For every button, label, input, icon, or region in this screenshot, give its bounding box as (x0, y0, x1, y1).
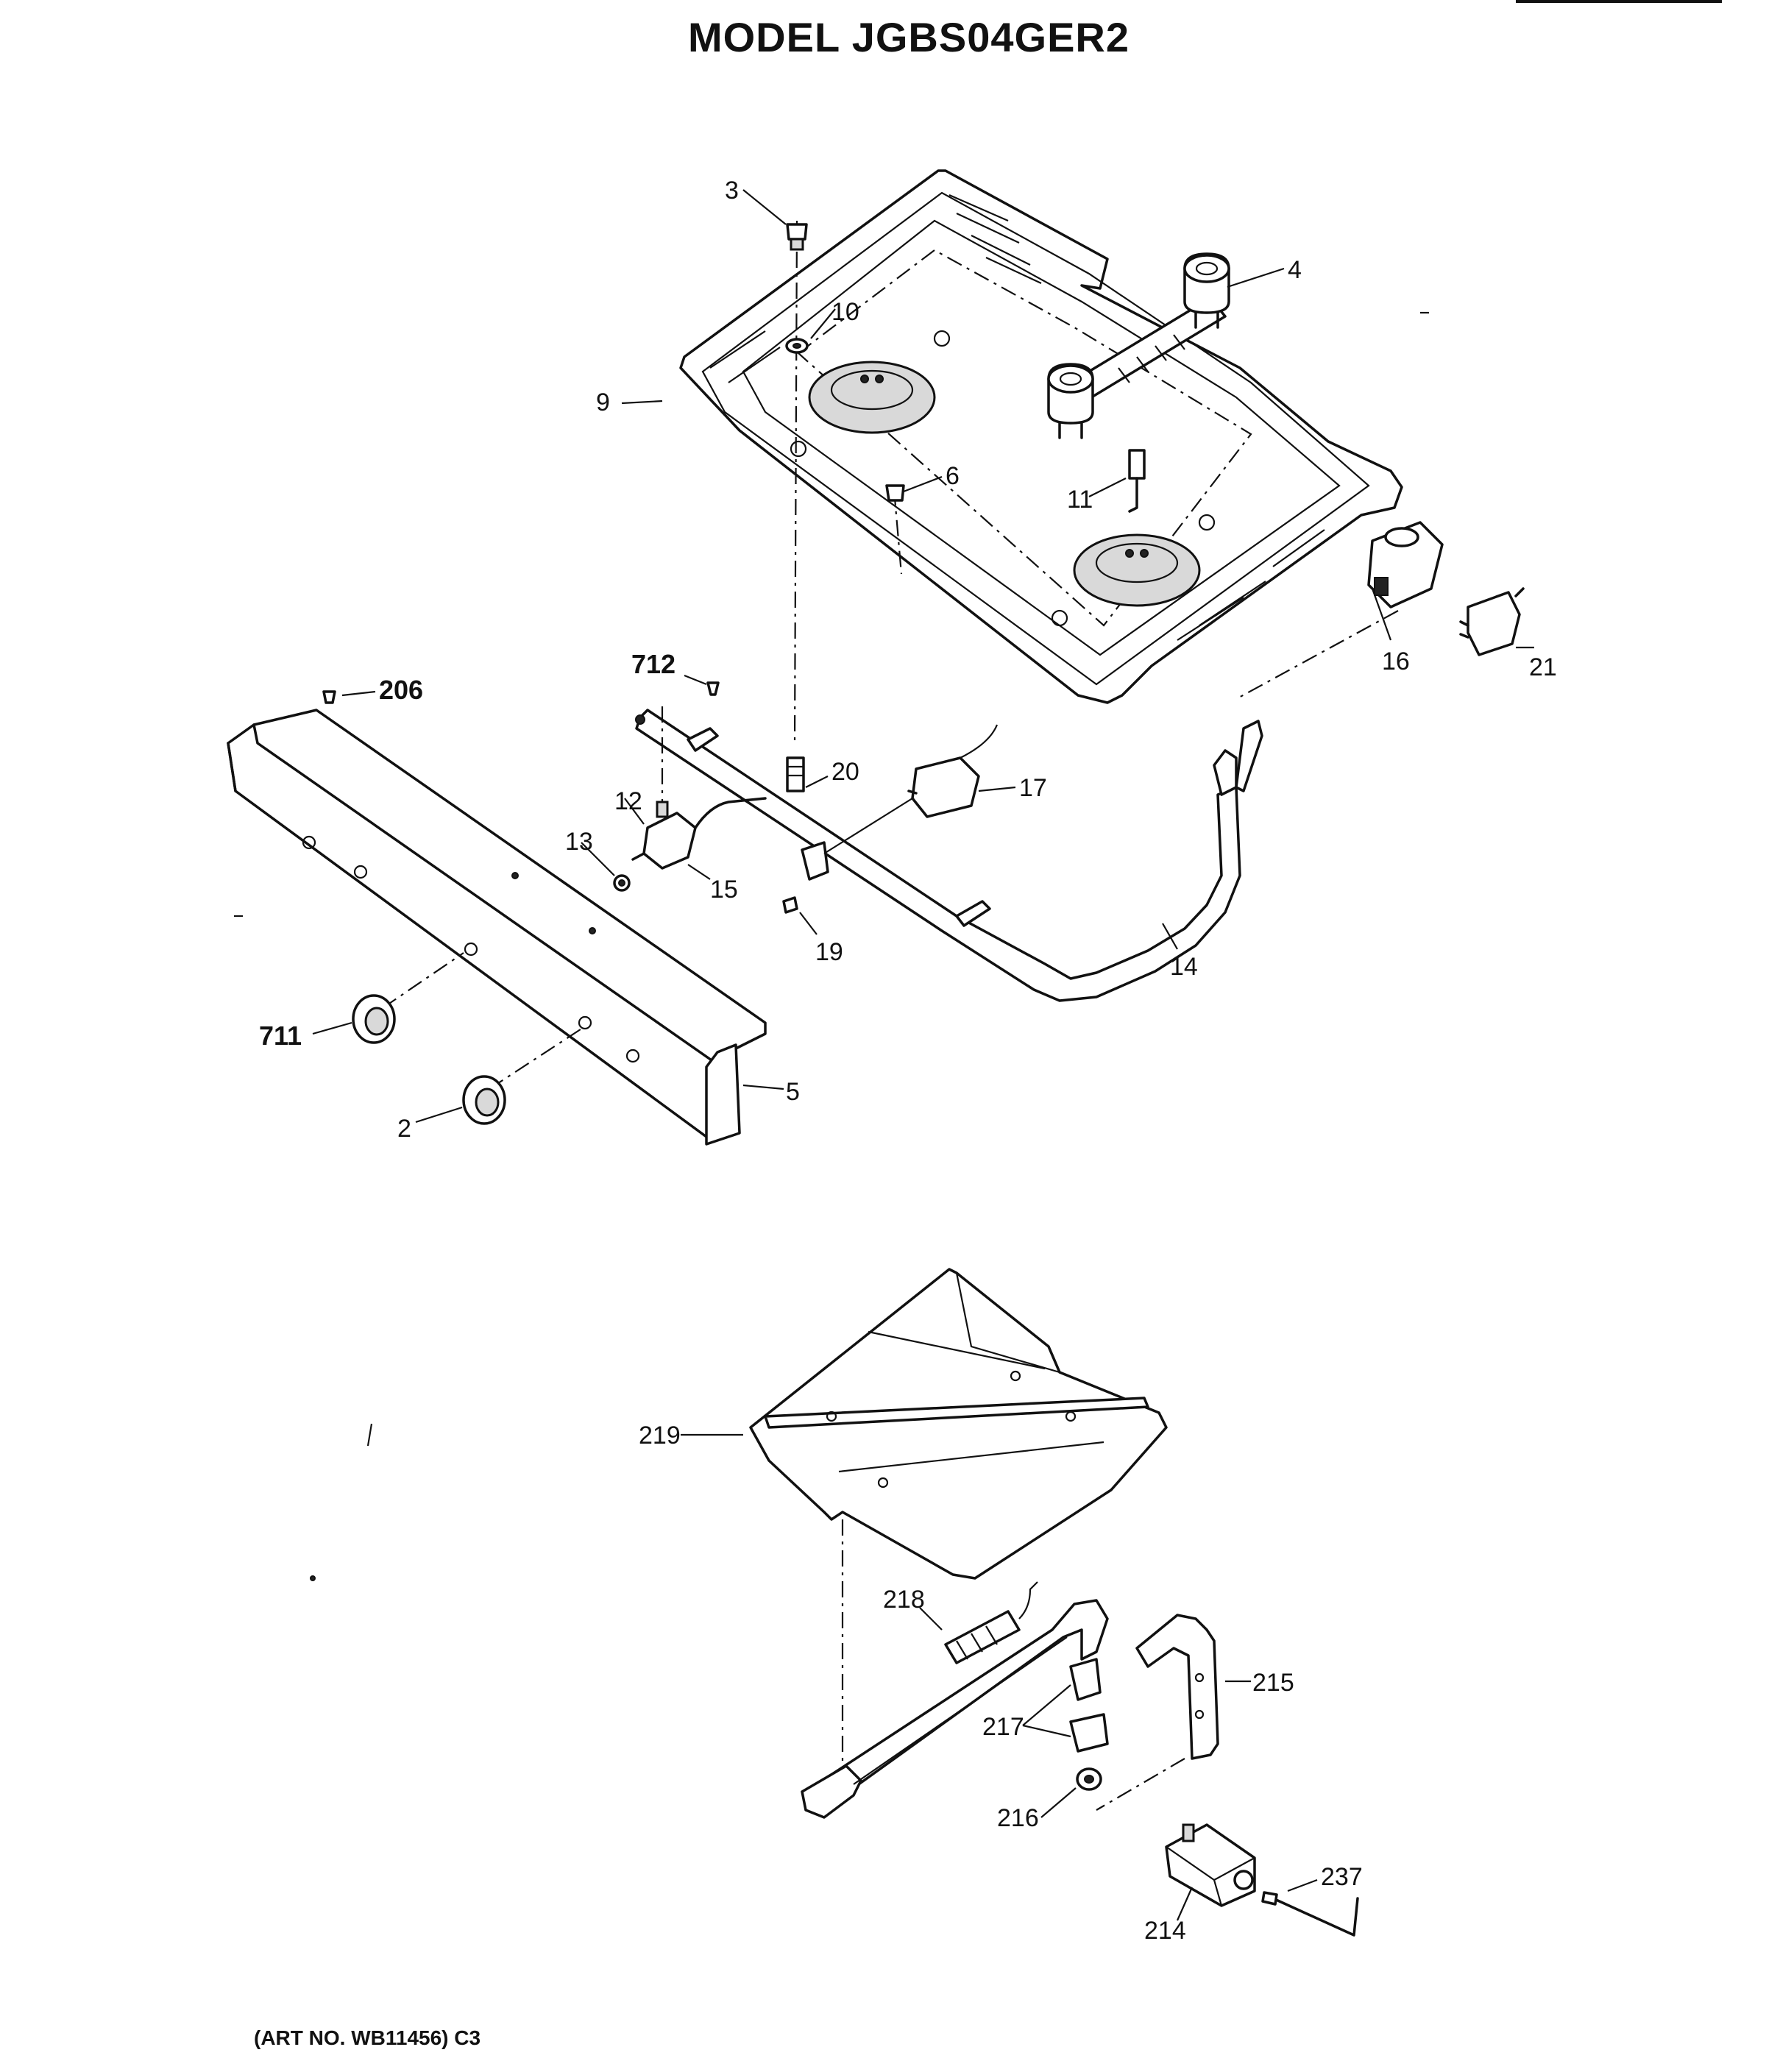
centerline-711 (382, 952, 464, 1009)
art-number: (ART NO. WB11456) C3 (254, 2026, 481, 2049)
callout-15: 15 (710, 876, 738, 904)
callout-237: 237 (1321, 1863, 1363, 1891)
broil-burner (801, 1599, 1109, 1819)
centerline-16 (1235, 610, 1399, 700)
callout-14: 14 (1170, 953, 1198, 981)
callout-3: 3 (725, 177, 739, 205)
clip-part-11 (1128, 449, 1146, 513)
washer-part-13 (613, 874, 631, 892)
screw-part-19 (782, 896, 798, 914)
screw-part-6 (885, 484, 905, 502)
centerline-2 (489, 1026, 586, 1090)
callout-206: 206 (379, 675, 423, 705)
knob-part-2 (462, 1075, 506, 1125)
burner-assembly-part-4 (1047, 252, 1230, 439)
callout-21: 21 (1529, 653, 1557, 681)
page-title: MODEL JGBS04GER2 (687, 14, 1130, 60)
knob-part-711 (352, 994, 396, 1044)
callout-5: 5 (786, 1078, 800, 1106)
igniter-part-218 (944, 1581, 1038, 1664)
callout-17: 17 (1019, 774, 1047, 802)
callout-19: 19 (815, 938, 843, 966)
callout-10: 10 (831, 298, 859, 326)
callout-4: 4 (1288, 256, 1302, 284)
wire-17 (823, 798, 913, 854)
callout-9: 9 (596, 388, 610, 416)
burner-pan (679, 169, 1403, 704)
stray-mark (366, 1423, 373, 1447)
screw-part-3 (786, 223, 808, 251)
callout-13: 13 (565, 828, 593, 856)
broiler-shield-part-219 (749, 1268, 1168, 1580)
centerline-215 (1096, 1758, 1185, 1811)
screw-part-206 (322, 690, 336, 704)
callout-218: 218 (883, 1586, 925, 1614)
callout-219: 219 (639, 1422, 681, 1450)
switch-part-21 (1459, 587, 1525, 656)
stud-part-20 (786, 756, 805, 792)
header-rule (1516, 0, 1722, 3)
tube-part-237 (1261, 1891, 1359, 1937)
valve-part-214 (1165, 1823, 1256, 1907)
valve-part-16 (1367, 521, 1444, 609)
bracket-part-215 (1135, 1614, 1219, 1760)
callout-6: 6 (946, 462, 960, 490)
callout-11: 11 (1067, 486, 1093, 514)
centerline-6 (893, 489, 903, 575)
callout-12: 12 (614, 787, 642, 815)
callout-16: 16 (1382, 648, 1410, 675)
callout-labels: 3 4 10 9 6 11 16 21 712 206 20 17 12 13 … (259, 177, 1557, 1945)
nut-part-216 (1076, 1767, 1102, 1791)
clamp-part-217 (1069, 1658, 1109, 1753)
switch-part-17 (907, 724, 999, 818)
stray-dot (310, 1575, 316, 1581)
callout-20: 20 (831, 758, 859, 786)
callout-711: 711 (259, 1021, 302, 1051)
control-panel-part-5 (227, 709, 767, 1146)
leader-lines (312, 189, 1534, 1921)
callout-215: 215 (1252, 1669, 1294, 1697)
callout-2: 2 (397, 1115, 411, 1143)
valve-part-15 (631, 797, 767, 870)
screw-part-712 (706, 681, 720, 696)
callout-214: 214 (1144, 1917, 1186, 1945)
nut-part-10 (785, 338, 809, 354)
centerline-3-20 (793, 220, 798, 744)
manifold-part-14 (635, 709, 1263, 1002)
callout-712: 712 (631, 649, 675, 679)
callout-216: 216 (997, 1804, 1039, 1832)
callout-217: 217 (982, 1713, 1024, 1741)
